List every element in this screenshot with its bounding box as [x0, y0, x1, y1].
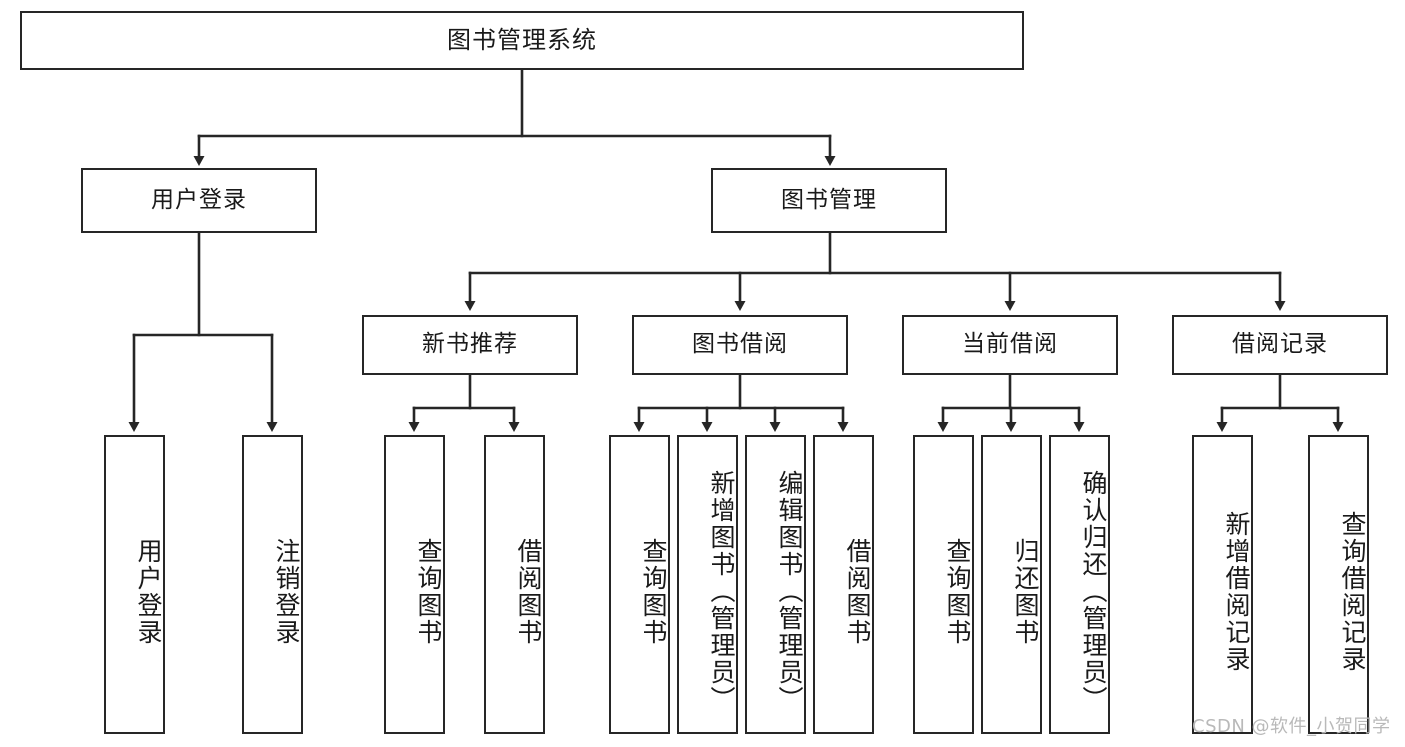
leaf-recommend-query-book[interactable]: 查询图书: [384, 435, 445, 734]
node-label: 查询图书: [414, 537, 443, 646]
node-label: 查询图书: [639, 537, 668, 646]
leaf-current-confirm-return-admin[interactable]: 确认归还（管理员）: [1049, 435, 1110, 734]
node-user-login[interactable]: 用户登录: [81, 168, 317, 233]
node-label: 注销登录: [272, 537, 301, 646]
leaf-recommend-borrow-book[interactable]: 借阅图书: [484, 435, 545, 734]
node-label: 查询借阅记录: [1338, 510, 1367, 673]
node-borrow-record[interactable]: 借阅记录: [1172, 315, 1388, 375]
node-label: 新书推荐: [422, 331, 518, 358]
node-label: 确认归还（管理员）: [1079, 470, 1108, 713]
leaf-borrow-add-book-admin[interactable]: 新增图书（管理员）: [677, 435, 738, 734]
node-label: 用户登录: [134, 537, 163, 646]
leaf-user-login[interactable]: 用户登录: [104, 435, 165, 734]
node-label: 查询图书: [943, 537, 972, 646]
leaf-user-logout[interactable]: 注销登录: [242, 435, 303, 734]
node-book-management[interactable]: 图书管理: [711, 168, 947, 233]
node-label: 新增图书（管理员）: [707, 470, 736, 713]
node-label: 图书借阅: [692, 331, 788, 358]
node-label: 用户登录: [151, 186, 247, 213]
node-label: 新增借阅记录: [1222, 510, 1251, 673]
node-label: 借阅图书: [514, 537, 543, 646]
leaf-record-query-borrow-record[interactable]: 查询借阅记录: [1308, 435, 1369, 734]
node-current-borrow[interactable]: 当前借阅: [902, 315, 1118, 375]
node-book-borrow[interactable]: 图书借阅: [632, 315, 848, 375]
node-label: 编辑图书（管理员）: [775, 470, 804, 713]
node-label: 借阅图书: [843, 537, 872, 646]
leaf-record-add-borrow-record[interactable]: 新增借阅记录: [1192, 435, 1253, 734]
leaf-borrow-borrow-book[interactable]: 借阅图书: [813, 435, 874, 734]
node-label: 图书管理系统: [447, 26, 597, 55]
leaf-borrow-query-book[interactable]: 查询图书: [609, 435, 670, 734]
node-root-system[interactable]: 图书管理系统: [20, 11, 1024, 70]
leaf-current-return-book[interactable]: 归还图书: [981, 435, 1042, 734]
node-label: 借阅记录: [1232, 331, 1328, 358]
leaf-borrow-edit-book-admin[interactable]: 编辑图书（管理员）: [745, 435, 806, 734]
node-new-book-recommend[interactable]: 新书推荐: [362, 315, 578, 375]
node-label: 归还图书: [1011, 537, 1040, 646]
leaf-current-query-book[interactable]: 查询图书: [913, 435, 974, 734]
node-label: 图书管理: [781, 186, 877, 213]
csdn-watermark: CSDN @软件_小贺同学: [1192, 716, 1391, 737]
node-label: 当前借阅: [962, 331, 1058, 358]
